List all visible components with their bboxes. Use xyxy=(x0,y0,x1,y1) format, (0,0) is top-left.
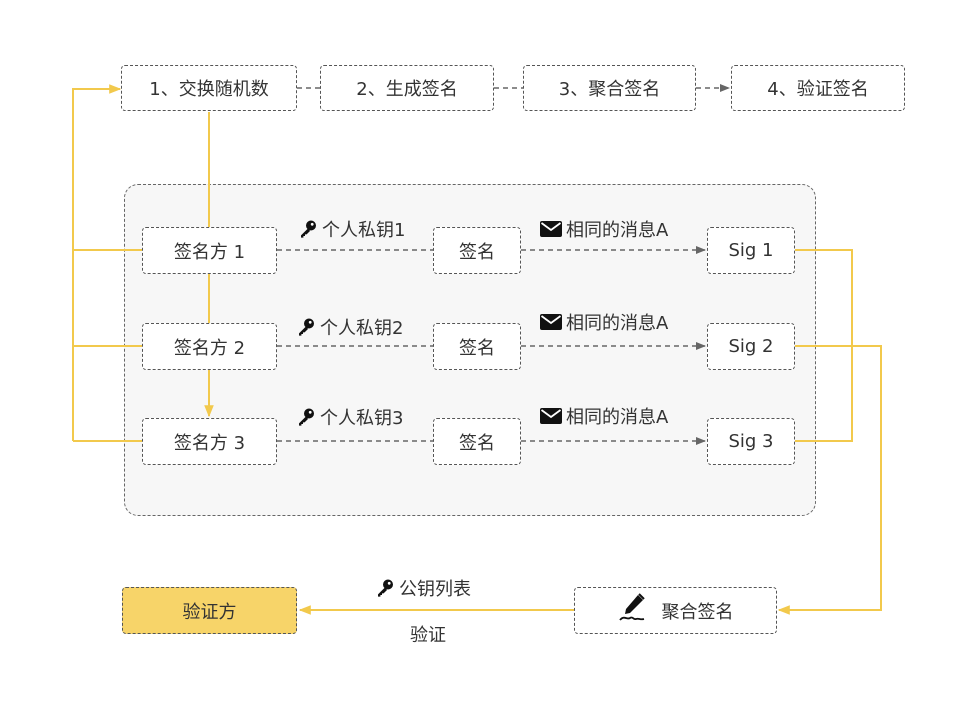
step-1-box: 1、交换随机数 xyxy=(121,65,297,111)
sig-1-label: Sig 1 xyxy=(728,240,774,261)
signer-3-label: 签名方 3 xyxy=(173,432,246,454)
message-label: 相同的消息A xyxy=(566,220,669,241)
signer-2-message-label: 相同的消息A xyxy=(540,309,668,335)
step-1-label: 1、交换随机数 xyxy=(149,79,269,100)
sign-label: 签名 xyxy=(459,432,495,454)
verifier-box: 验证方 xyxy=(122,587,297,634)
step-3-box: 3、聚合签名 xyxy=(523,65,696,111)
signer-2-box: 签名方 2 xyxy=(142,323,277,370)
sign-label: 签名 xyxy=(459,337,495,359)
sig-1-box: Sig 1 xyxy=(707,227,795,274)
envelope-icon xyxy=(540,314,562,330)
step-2-label: 2、生成签名 xyxy=(356,79,458,100)
signer-1-sign-box: 签名 xyxy=(433,227,521,274)
signer-3-message-label: 相同的消息A xyxy=(540,403,668,429)
sig-3-box: Sig 3 xyxy=(707,418,795,465)
key-icon xyxy=(375,578,395,598)
public-key-list-text: 公钥列表 xyxy=(399,579,471,600)
signer-2-sign-box: 签名 xyxy=(433,323,521,370)
aggregate-box: 聚合签名 xyxy=(574,587,777,634)
private-key-label: 个人私钥1 xyxy=(322,220,406,241)
private-key-label: 个人私钥2 xyxy=(320,318,404,339)
signer-2-key-label: 个人私钥2 xyxy=(296,314,403,340)
aggregate-label: 聚合签名 xyxy=(661,601,734,623)
signer-3-sign-box: 签名 xyxy=(433,418,521,465)
sig2-to-aggregate-arrow xyxy=(777,345,882,615)
verifier-label: 验证方 xyxy=(182,601,237,623)
public-key-list-label: 公钥列表 xyxy=(375,575,471,601)
key-icon xyxy=(296,317,316,337)
step-4-box: 4、验证签名 xyxy=(731,65,905,111)
signer-2-label: 签名方 2 xyxy=(173,337,246,359)
feedback-trunk-arrow xyxy=(72,84,122,441)
message-label: 相同的消息A xyxy=(566,407,669,428)
signer-1-key-label: 个人私钥1 xyxy=(298,216,405,242)
sig-3-label: Sig 3 xyxy=(728,431,774,452)
signer-1-label: 签名方 1 xyxy=(173,241,246,263)
verify-action-text: 验证 xyxy=(410,625,446,646)
signer-3-key-label: 个人私钥3 xyxy=(296,404,403,430)
signer-1-box: 签名方 1 xyxy=(142,227,277,274)
signer-3-box: 签名方 3 xyxy=(142,418,277,465)
sig-2-box: Sig 2 xyxy=(707,323,795,370)
signer-1-message-label: 相同的消息A xyxy=(540,216,668,242)
signature-pen-icon xyxy=(618,593,648,628)
step-2-box: 2、生成签名 xyxy=(320,65,494,111)
envelope-icon xyxy=(540,221,562,237)
sign-label: 签名 xyxy=(459,241,495,263)
step-4-label: 4、验证签名 xyxy=(767,79,869,100)
step-3-label: 3、聚合签名 xyxy=(558,79,661,100)
private-key-label: 个人私钥3 xyxy=(320,408,404,429)
envelope-icon xyxy=(540,408,562,424)
key-icon xyxy=(298,219,318,239)
sig-2-label: Sig 2 xyxy=(728,336,774,357)
message-label: 相同的消息A xyxy=(566,313,669,334)
key-icon xyxy=(296,407,316,427)
verify-action-label: 验证 xyxy=(410,621,446,647)
